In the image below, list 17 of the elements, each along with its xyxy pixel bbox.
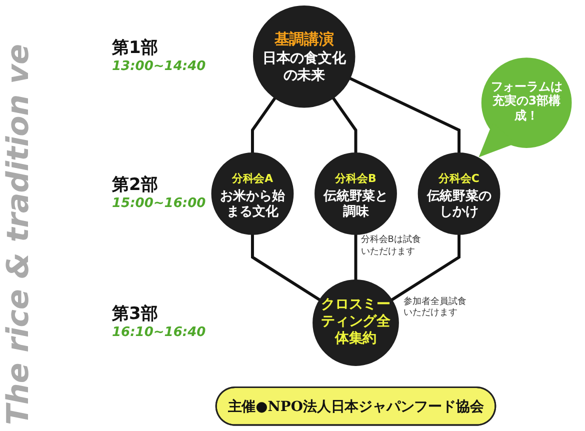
note-text: 分科会Bは試食いただけます — [360, 235, 422, 258]
connector — [332, 97, 358, 153]
node-circle: 分科会C 伝統野菜のしかけ — [418, 152, 500, 235]
connector — [250, 234, 320, 302]
section-heading: 第1部 — [112, 37, 159, 60]
connector — [250, 97, 276, 153]
connector — [349, 76, 461, 153]
section-heading: 第2部 — [112, 174, 159, 196]
background-text: The rice & tradition ve — [4, 44, 34, 425]
note-text: 参加者全員試食いただけます — [403, 297, 468, 320]
section-heading: 第3部 — [112, 303, 159, 326]
connector — [354, 234, 358, 280]
connector — [391, 234, 461, 302]
node-circle: 基調講演 日本の食文化の未来 — [252, 5, 356, 108]
node-circle: クロスミーティング全体集約 — [312, 280, 399, 366]
node-circle: 分科会B 伝統野菜と調味 — [314, 152, 397, 235]
node-circle: 分科会A お米から始まる文化 — [211, 152, 294, 235]
